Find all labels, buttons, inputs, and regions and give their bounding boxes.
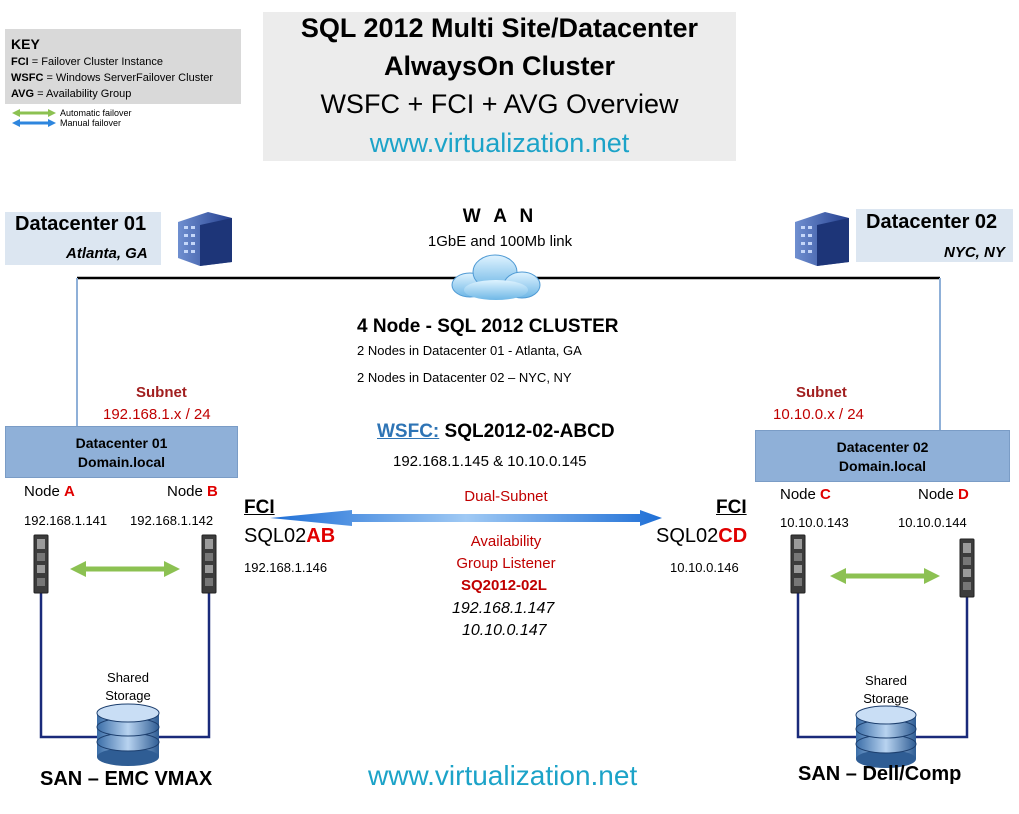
dc1-domain-line-1: Datacenter 01 [75, 435, 168, 451]
node-b-label: Node B [167, 483, 218, 500]
listener-line-1: Availability [470, 533, 542, 550]
title-line-2: AlwaysOn Cluster [383, 51, 616, 81]
legend-manual-failover: Manual failover [60, 118, 122, 128]
node-a-label: Node A [24, 483, 75, 500]
datacenter-02-name: Datacenter 02 [866, 211, 998, 233]
title-line-1: SQL 2012 Multi Site/Datacenter [300, 13, 699, 43]
key-item-avg: AVG = Availability Group [11, 88, 132, 100]
cluster-title: 4 Node - SQL 2012 CLUSTER [357, 316, 619, 337]
dc1-domain-box: Datacenter 01 Domain.local [5, 426, 238, 478]
wsfc-label: WSFC: [377, 421, 440, 442]
node-b-ip: 192.168.1.142 [130, 513, 214, 528]
datacenter-02-header [856, 209, 1013, 262]
datacenter-01-building-icon [178, 212, 232, 266]
fci-cd-name: SQL02CD [656, 525, 748, 547]
dc2-domain-line-2: Domain.local [838, 458, 927, 474]
dual-subnet-arrow [270, 510, 662, 526]
node-c-label: Node C [780, 486, 831, 503]
datacenter-01-header [5, 212, 161, 265]
node-a-ip: 192.168.1.141 [24, 513, 108, 528]
wsfc-name: SQL2012-02-ABCD [444, 421, 615, 442]
dc2-domain-box: Datacenter 02 Domain.local [755, 430, 1010, 482]
cluster-nodes-dc2: 2 Nodes in Datacenter 02 – NYC, NY [357, 370, 572, 385]
fci-ab-name: SQL02AB [244, 525, 336, 547]
node-b-server-icon [201, 534, 217, 594]
cluster-nodes-dc1: 2 Nodes in Datacenter 01 - Atlanta, GA [357, 343, 582, 358]
fci-cd-ip: 10.10.0.146 [670, 560, 739, 575]
dual-subnet-label: Dual-Subnet [464, 488, 548, 505]
node-d-server-icon [959, 538, 975, 598]
manual-failover-legend-arrow [12, 119, 56, 127]
node-a-server-icon [33, 534, 49, 594]
dc1-shared-storage-disk-icon [96, 703, 160, 766]
dc1-domain-line-2: Domain.local [77, 454, 166, 470]
fci-ab-ip: 192.168.1.146 [244, 560, 328, 575]
dc2-san-label: SAN – Dell/Comp [798, 763, 962, 785]
datacenter-02-city: NYC, NY [944, 244, 1005, 261]
key-title: KEY [11, 36, 40, 52]
wan-subtitle: 1GbE and 100Mb link [427, 233, 573, 250]
title-url: www.virtualization.net [369, 128, 630, 158]
listener-ip-2: 10.10.0.147 [462, 622, 547, 639]
datacenter-01-name: Datacenter 01 [15, 213, 147, 235]
listener-ip-1: 192.168.1.147 [452, 600, 555, 617]
wan-cloud-icon [451, 254, 541, 300]
node-c-server-icon [790, 534, 806, 594]
listener-name: SQ2012-02L [461, 577, 547, 594]
fci-ab-heading: FCI [244, 497, 275, 518]
dc1-storage-cable-b [158, 590, 211, 739]
footer-url: www.virtualization.net [368, 760, 638, 791]
dc1-subnet-label: Subnet [136, 384, 187, 401]
wsfc-ips: 192.168.1.145 & 10.10.0.145 [393, 453, 587, 470]
datacenter-01-city: Atlanta, GA [66, 245, 148, 262]
dc1-storage-cable [39, 590, 98, 739]
title-panel [263, 12, 736, 161]
dc1-subnet-value: 192.168.1.x / 24 [103, 406, 211, 423]
title-line-3: WSFC + FCI + AVG Overview [320, 89, 679, 119]
legend-automatic-failover: Automatic failover [60, 108, 132, 118]
automatic-failover-legend-arrow [12, 109, 56, 117]
key-item-wsfc: WSFC = Windows ServerFailover Cluster [11, 72, 214, 84]
dc2-domain-line-1: Datacenter 02 [836, 439, 929, 455]
dc2-shared-storage-disk-icon [855, 705, 917, 768]
dc1-automatic-failover-arrow [70, 561, 180, 577]
dc2-automatic-failover-arrow [830, 568, 940, 584]
listener-line-2: Group Listener [456, 555, 556, 572]
datacenter-02-building-icon [795, 212, 849, 266]
fci-cd-heading: FCI [716, 497, 747, 518]
node-d-label: Node D [918, 486, 969, 503]
wan-title: W A N [462, 206, 538, 227]
key-panel [5, 29, 241, 104]
dc2-subnet-value: 10.10.0.x / 24 [773, 406, 864, 423]
wsfc-heading: WSFC: SQL2012-02-ABCD [377, 421, 615, 443]
key-item-fci: FCI = Failover Cluster Instance [11, 56, 163, 68]
dc2-subnet-label: Subnet [796, 384, 847, 401]
node-d-ip: 10.10.0.144 [898, 515, 967, 530]
dc2-storage-cable [796, 590, 858, 739]
dc2-storage-cable-b [912, 595, 969, 739]
node-c-ip: 10.10.0.143 [780, 515, 849, 530]
dc1-san-label: SAN – EMC VMAX [40, 768, 213, 790]
